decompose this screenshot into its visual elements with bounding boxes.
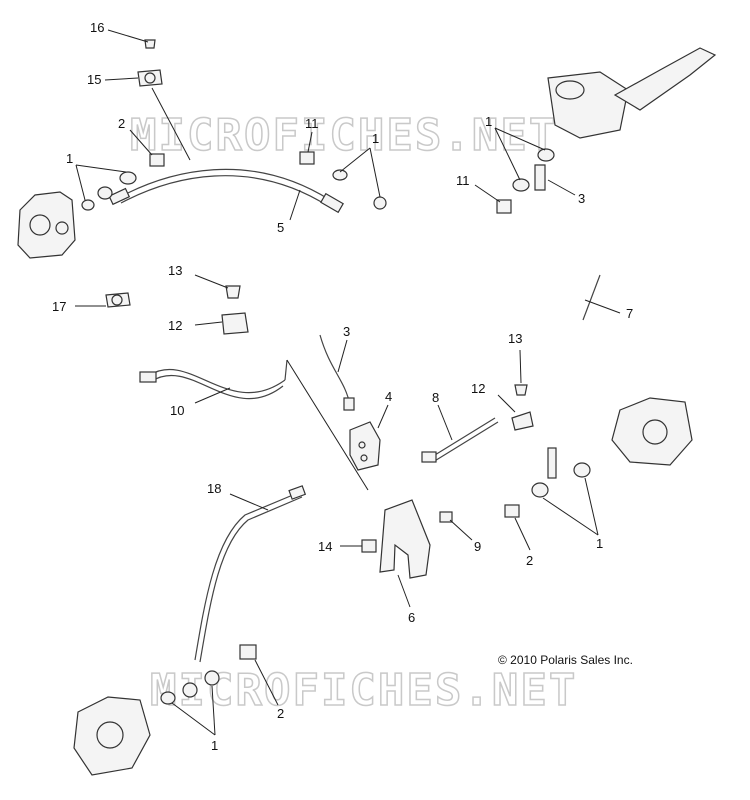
callout-5: 5 (277, 220, 284, 235)
callout-2: 2 (277, 706, 284, 721)
callout-3: 3 (578, 191, 585, 206)
callout-1: 1 (211, 738, 218, 753)
callout-2: 2 (118, 116, 125, 131)
callout-11: 11 (456, 173, 470, 188)
caliper-mid-right (611, 397, 693, 466)
callout-15: 15 (87, 72, 101, 87)
callout-7: 7 (626, 306, 633, 321)
watermark-top: MICROFICHES.NET (130, 110, 557, 161)
callout-12: 12 (471, 381, 485, 396)
caliper-top-left (17, 191, 76, 259)
parts-art (17, 39, 717, 776)
callout-2: 2 (526, 553, 533, 568)
callout-13: 13 (168, 263, 182, 278)
watermark-bottom: MICROFICHES.NET (150, 665, 577, 716)
callout-1: 1 (372, 131, 379, 146)
master-cylinder (547, 47, 717, 139)
callout-4: 4 (385, 389, 392, 404)
callout-8: 8 (432, 390, 439, 405)
callout-6: 6 (408, 610, 415, 625)
callout-14: 14 (318, 539, 332, 554)
callout-9: 9 (474, 539, 481, 554)
callout-1: 1 (66, 151, 73, 166)
callout-13: 13 (508, 331, 522, 346)
callout-3: 3 (343, 324, 350, 339)
callout-1: 1 (596, 536, 603, 551)
callout-11: 11 (305, 116, 319, 131)
callout-18: 18 (207, 481, 221, 496)
callout-10: 10 (170, 403, 184, 418)
callout-16: 16 (90, 20, 104, 35)
callout-labels: 16 15 2 11 1 1 5 1 11 3 13 17 12 3 10 4 … (52, 20, 633, 753)
callout-12: 12 (168, 318, 182, 333)
copyright-notice: © 2010 Polaris Sales Inc. (498, 653, 633, 667)
callout-17: 17 (52, 299, 66, 314)
caliper-bottom-left (73, 696, 151, 776)
leader-lines (75, 29, 621, 736)
callout-1: 1 (485, 114, 492, 129)
